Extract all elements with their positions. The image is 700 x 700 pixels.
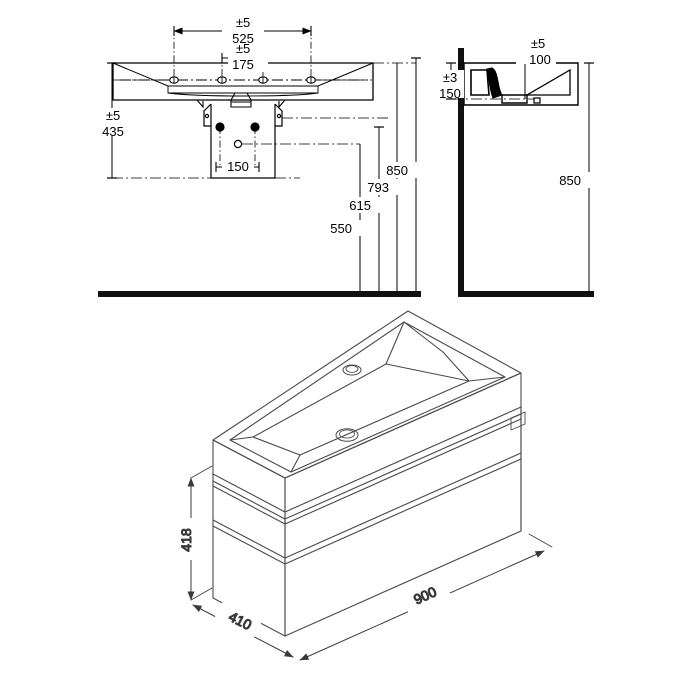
basin-front-outline: [112, 62, 374, 101]
dim-value-435: 435: [102, 124, 124, 139]
waste-spigot: [230, 92, 252, 108]
basin-side-section: [463, 62, 579, 106]
basin-iso-tap-hole: [342, 364, 362, 376]
tap-hole-marks: [169, 76, 316, 84]
wall-line-side: [458, 48, 464, 294]
dim-chain-550: 550: [330, 144, 367, 293]
dim-value-150-side: 150: [439, 86, 461, 101]
floor-line-side: [458, 291, 594, 297]
dim-tolerance-175: ±5: [236, 41, 250, 56]
waste-outlet-point: [233, 139, 243, 149]
dim-value-175: 175: [232, 57, 254, 72]
dim-chain-850: 850: [386, 57, 423, 293]
dim-basin-underside-435: ±5 435: [93, 62, 133, 179]
isometric-view-group: 418 410 900: [177, 310, 553, 661]
dim-tolerance-100: ±5: [531, 36, 545, 51]
front-elevation-group: 150 ±5 525 ±5 175: [93, 15, 423, 297]
basin-iso-waste-outlet: [335, 428, 359, 442]
side-section-group: ±3 150 ±5 100 850: [430, 36, 596, 297]
dim-tolerance-150-side: ±3: [443, 70, 457, 85]
dim-chain-793: 793: [367, 63, 404, 293]
dim-tolerance-435: ±5: [106, 108, 120, 123]
dim-value-615: 615: [349, 198, 371, 213]
dim-value-550: 550: [330, 221, 352, 236]
dim-value-793: 793: [367, 180, 389, 195]
siphon-connection-box: [203, 103, 283, 179]
dim-value-150: 150: [227, 159, 249, 174]
front-reference-lines: [112, 62, 416, 179]
dim-value-418: 418: [178, 528, 194, 552]
dim-tolerance-525: ±5: [236, 15, 250, 30]
dim-finished-height-850-side: 850: [559, 62, 596, 293]
dim-chain-615: 615: [349, 126, 386, 293]
dim-bracket-spacing-150: 150: [215, 159, 260, 174]
dim-tap-outer-525: ±5 525: [173, 15, 312, 76]
dim-tap-inner-175: ±5 175: [221, 41, 268, 76]
dim-iso-width-900: 900: [299, 533, 553, 661]
dim-value-100: 100: [529, 52, 551, 67]
floor-line-front: [98, 291, 421, 297]
supply-centrelines: [219, 127, 256, 167]
dim-value-525: 525: [232, 31, 254, 46]
dim-iso-depth-410: 410: [192, 599, 294, 658]
basin-support-feet: [196, 99, 286, 109]
water-supply-points: [215, 122, 260, 132]
dim-waste-height-150: ±3 150: [430, 62, 464, 101]
dim-iso-height-418: 418: [177, 465, 213, 601]
dim-outlet-offset-100: ±5 100: [516, 36, 556, 99]
basin-iso-body: [212, 310, 522, 513]
cabinet-drawer-handle: [510, 411, 526, 431]
dim-value-850-side: 850: [559, 173, 581, 188]
dim-value-850-front: 850: [386, 163, 408, 178]
